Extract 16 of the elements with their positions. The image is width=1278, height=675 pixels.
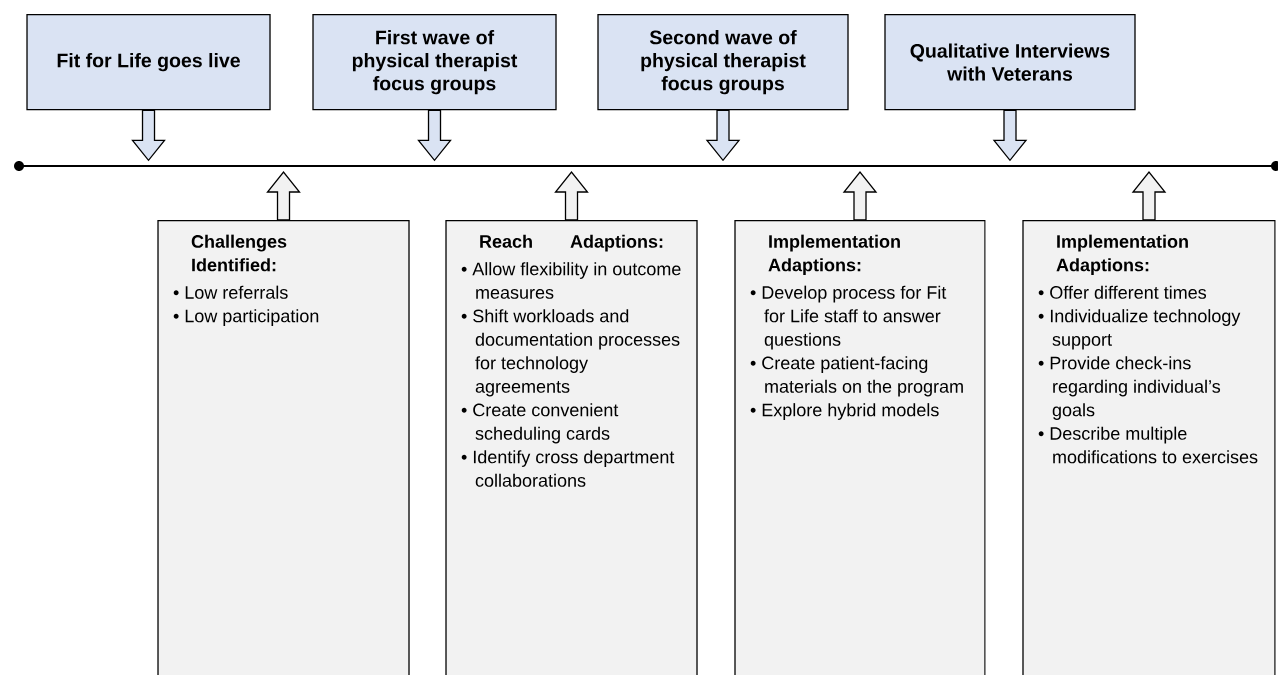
event-box: First wave of physical therapist focus groups — [312, 14, 557, 111]
event-box: Fit for Life goes live — [26, 14, 271, 111]
block-arrow — [266, 170, 301, 221]
adaptation-box: Reach Adaptions: • Allow flexibility in outcome measures • Shift workloads and documentation processes for technology agreements • Create convenient scheduling cards • Identify cross department collaborations — [445, 220, 698, 675]
block-arrow — [554, 170, 589, 221]
event-box: Second wave of physical therapist focus groups — [597, 14, 849, 111]
adaptation-box: Implementation Adaptions: • Develop process for Fit for Life staff to answer questions • Create patient-facing materials on the program • Explore hybrid models — [734, 220, 986, 675]
adaptation-box: Challenges Identified: • Low referrals • Low participation — [157, 220, 410, 675]
block-arrow — [1131, 170, 1167, 221]
adaptation-box: Implementation Adaptions: • Offer different times • Individualize technology support • Provide check-ins regarding individual’s goals • Describe multiple modifications to exercises — [1022, 220, 1276, 675]
block-arrow — [992, 109, 1028, 162]
event-box: Qualitative Interviews with Veterans — [884, 14, 1136, 111]
block-arrow — [417, 109, 452, 162]
block-arrow — [705, 109, 741, 162]
block-arrow — [131, 109, 166, 162]
block-arrow — [842, 170, 878, 221]
